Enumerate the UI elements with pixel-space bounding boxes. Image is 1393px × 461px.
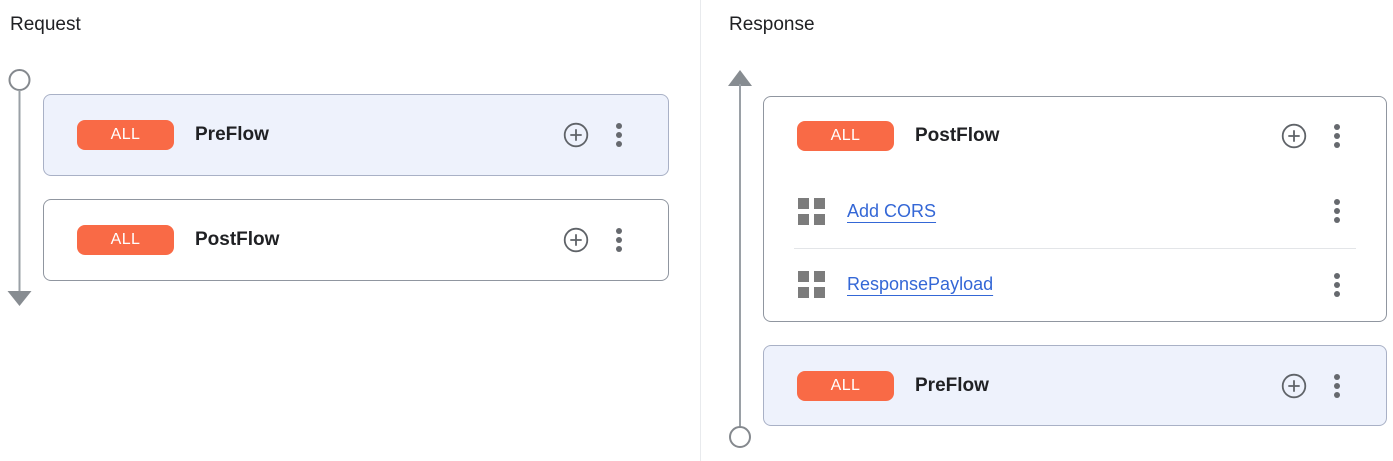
condition-badge: ALL bbox=[77, 120, 174, 150]
policy-grid-icon bbox=[798, 197, 825, 225]
response-flow-timeline-arrow bbox=[728, 70, 752, 448]
add-policy-button[interactable] bbox=[562, 121, 590, 149]
add-policy-button[interactable] bbox=[562, 226, 590, 254]
more-vert-icon bbox=[616, 123, 622, 129]
add-circle-icon bbox=[1281, 373, 1307, 398]
request-preflow-card[interactable]: ALL PreFlow bbox=[43, 94, 669, 176]
arrow-down-icon bbox=[7, 291, 32, 306]
more-vert-icon bbox=[1334, 373, 1340, 380]
add-policy-button[interactable] bbox=[1280, 122, 1308, 150]
more-options-button[interactable] bbox=[1334, 199, 1340, 224]
policy-row: ResponsePayload bbox=[764, 249, 1386, 322]
response-postflow-header: ALL PostFlow bbox=[764, 97, 1386, 175]
more-options-button[interactable] bbox=[1334, 272, 1340, 297]
more-vert-icon bbox=[616, 228, 622, 234]
arrow-up-icon bbox=[728, 70, 752, 86]
more-vert-icon bbox=[1334, 124, 1340, 130]
more-options-button[interactable] bbox=[616, 228, 622, 252]
response-panel-title: Response bbox=[729, 14, 815, 35]
more-options-button[interactable] bbox=[616, 123, 622, 147]
flow-name: PreFlow bbox=[915, 374, 989, 396]
policy-grid-icon bbox=[798, 271, 825, 299]
policy-link-responsepayload[interactable]: ResponsePayload bbox=[847, 274, 994, 295]
request-panel-title: Request bbox=[10, 14, 81, 35]
flow-name: PostFlow bbox=[195, 229, 280, 250]
request-flow-timeline-arrow bbox=[7, 69, 32, 306]
flow-name: PreFlow bbox=[195, 124, 269, 145]
condition-badge: ALL bbox=[797, 121, 894, 151]
more-vert-icon bbox=[1334, 272, 1340, 279]
flow-name: PostFlow bbox=[915, 125, 1000, 146]
add-circle-icon bbox=[563, 227, 589, 253]
timeline-end-circle bbox=[729, 426, 751, 448]
policy-row: Add CORS bbox=[764, 175, 1386, 248]
condition-badge: ALL bbox=[797, 370, 894, 401]
more-vert-icon bbox=[1334, 199, 1340, 206]
condition-badge: ALL bbox=[77, 225, 174, 255]
timeline-start-circle bbox=[8, 69, 31, 91]
more-options-button[interactable] bbox=[1334, 124, 1340, 148]
response-postflow-card[interactable]: ALL PostFlow Add CORS ResponsePayload bbox=[763, 96, 1387, 322]
add-circle-icon bbox=[563, 122, 589, 148]
more-options-button[interactable] bbox=[1334, 373, 1340, 398]
policy-link-add-cors[interactable]: Add CORS bbox=[847, 200, 937, 221]
response-preflow-card[interactable]: ALL PreFlow bbox=[763, 345, 1387, 426]
panel-divider bbox=[700, 0, 701, 461]
add-policy-button[interactable] bbox=[1280, 372, 1308, 400]
policy-row-divider bbox=[794, 247, 1356, 249]
request-postflow-card[interactable]: ALL PostFlow bbox=[43, 199, 669, 281]
add-circle-icon bbox=[1281, 123, 1307, 149]
